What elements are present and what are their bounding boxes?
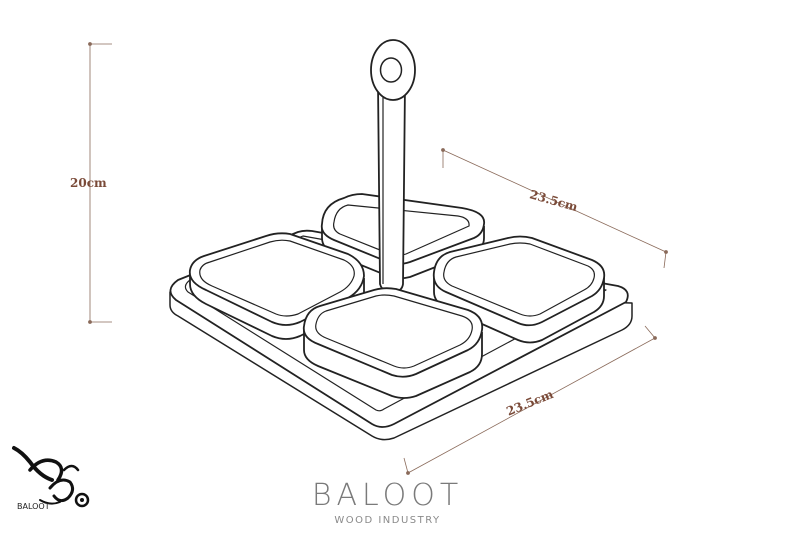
height-dimension-label: 20cm [70,176,107,190]
bowl-right [432,235,606,344]
brand-tagline: WOOD INDUSTRY [334,515,441,526]
baloot-logo-icon [12,446,90,508]
brand-name: BALOOT [311,478,464,513]
bowl-front [302,287,484,399]
width-dimension-line [403,325,657,475]
height-dimension-line [88,42,112,324]
depth-dimension-line [441,148,668,269]
logo-caption: BALOOT [17,502,50,511]
carry-handle [370,39,416,293]
